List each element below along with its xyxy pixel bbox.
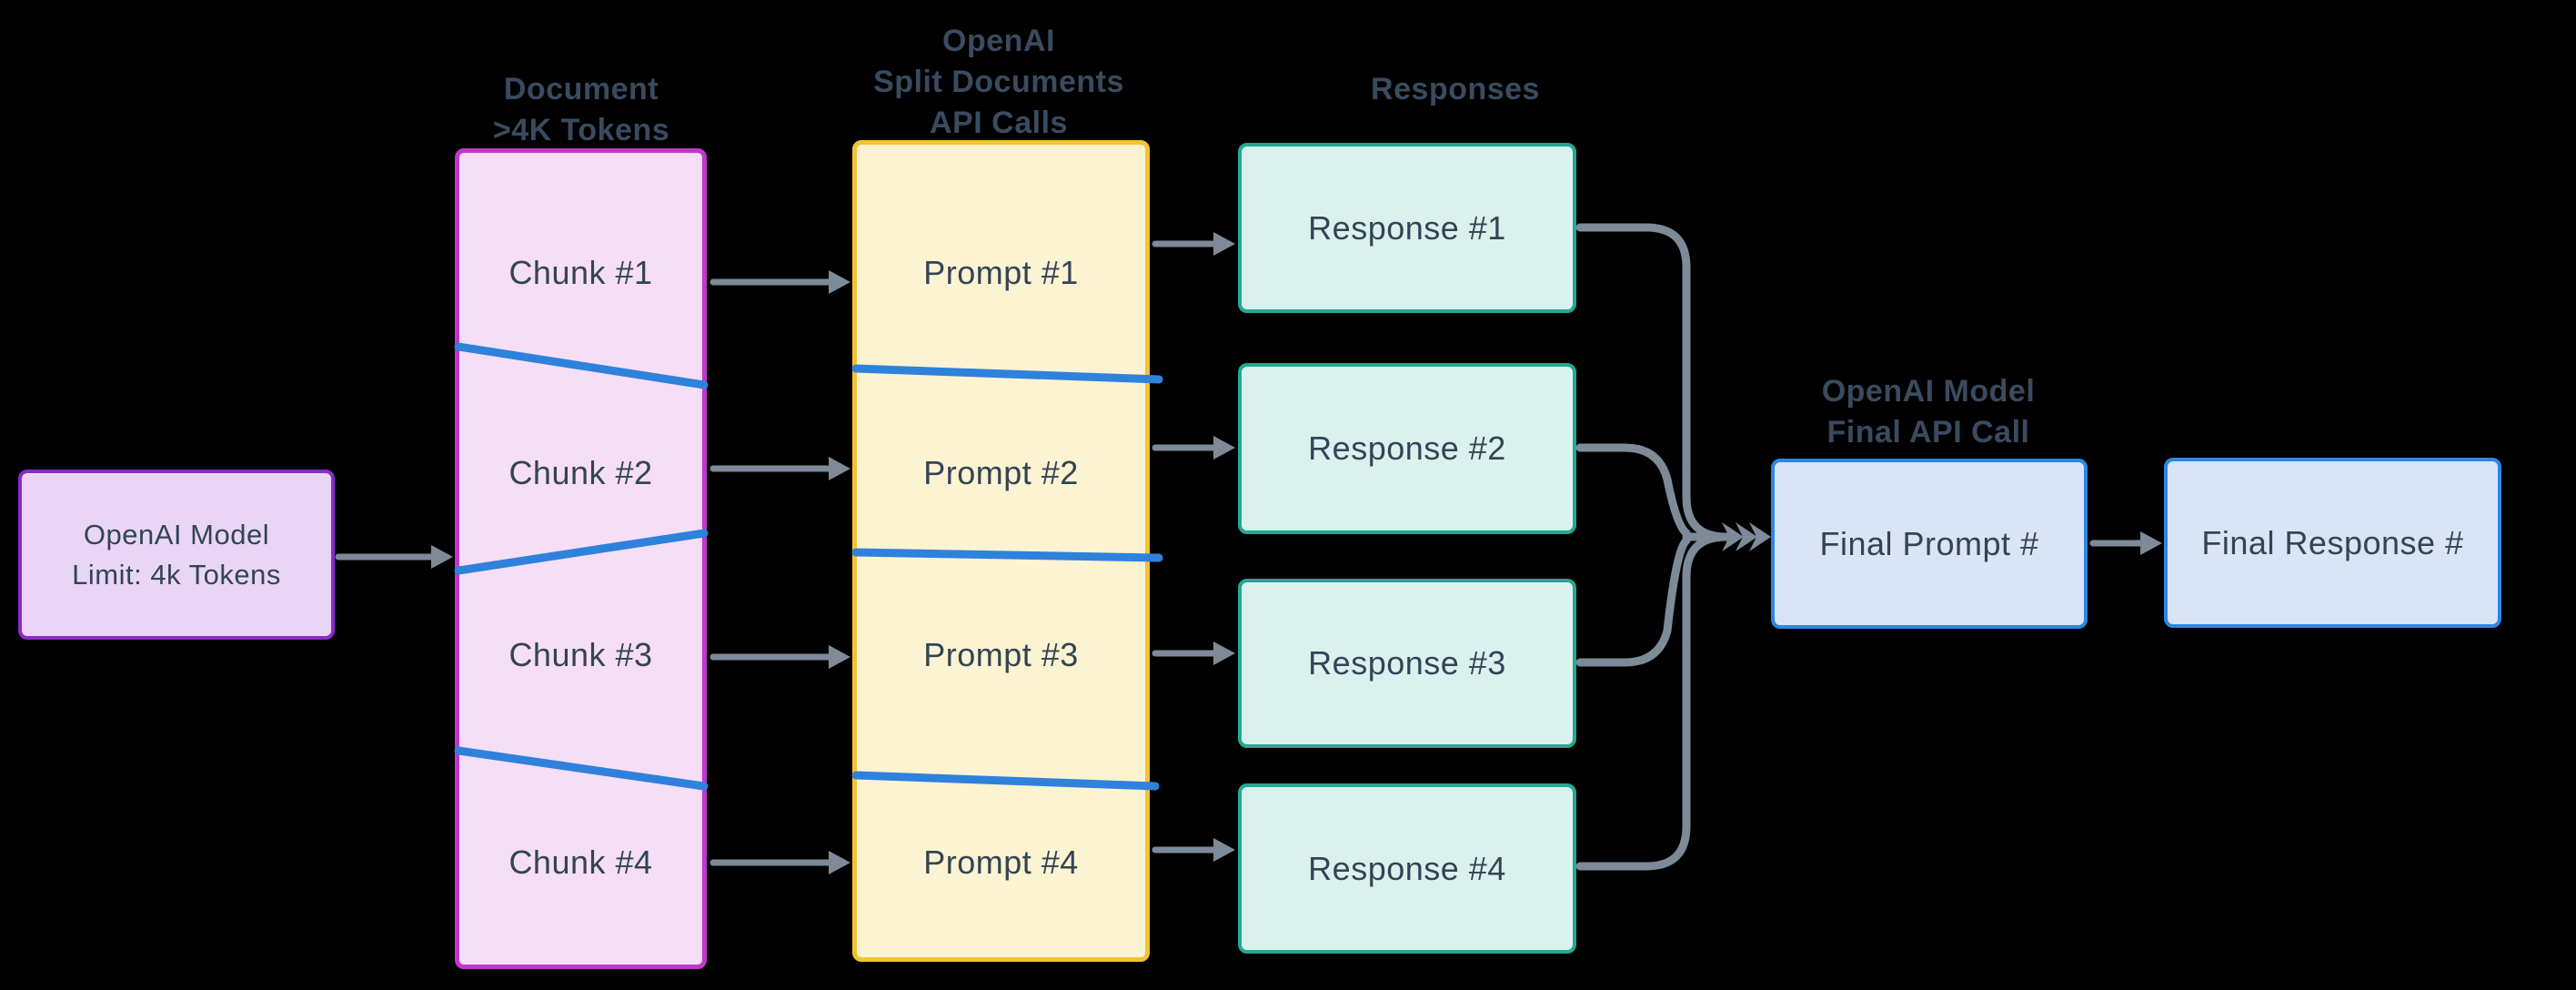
document-chunks-box <box>455 148 707 969</box>
chunk-separator-line-2 <box>454 529 709 575</box>
response-2-label: Response #2 <box>1308 429 1506 467</box>
final-response-box: Final Response # <box>2164 458 2501 628</box>
chevron-arrowhead-icon <box>1736 522 1757 551</box>
final-prompt-box: Final Prompt # <box>1771 459 2088 629</box>
chunk-3-label: Chunk #3 <box>508 636 653 673</box>
chunk-separator-line-1 <box>454 342 709 389</box>
arrow-prompt3-to-response3 <box>1152 641 1235 665</box>
arrow-model-to-document <box>335 545 453 569</box>
chunk-2-label: Chunk #2 <box>508 454 653 491</box>
document-heading: Document >4K Tokens <box>492 72 670 147</box>
response-1-box: Response #1 <box>1238 143 1576 313</box>
response-1-merge-connector <box>1575 223 1731 541</box>
arrowhead-icon <box>1213 641 1235 665</box>
responses-heading: Responses <box>1371 72 1540 106</box>
arrowhead-icon <box>829 645 850 669</box>
arrowhead-icon <box>2140 531 2162 555</box>
prompt-1-label: Prompt #1 <box>923 254 1079 291</box>
prompt-separator-line-2 <box>851 548 1163 562</box>
arrow-chunk4-to-prompt4 <box>709 851 850 874</box>
response-1-label: Response #1 <box>1308 208 1506 247</box>
arrowhead-icon <box>829 270 850 294</box>
response-3-label: Response #3 <box>1308 644 1506 682</box>
final-prompt-label: Final Prompt # <box>1819 524 2039 562</box>
prompt-3-label: Prompt #3 <box>923 636 1079 673</box>
prompt-2-label: Prompt #2 <box>923 454 1079 491</box>
chevron-arrowhead-icon <box>1722 522 1744 551</box>
arrow-chunk2-to-prompt2 <box>709 457 850 480</box>
response-3-box: Response #3 <box>1238 579 1576 748</box>
arrow-prompt2-to-response2 <box>1152 436 1235 460</box>
prompt-separator-line-3 <box>851 771 1160 791</box>
arrowhead-icon <box>1213 838 1235 862</box>
prompt-separator-line-1 <box>851 364 1163 384</box>
arrowhead-icon <box>829 457 850 480</box>
openai-model-box-label: OpenAI Model Limit: 4k Tokens <box>72 518 281 591</box>
chevron-arrowhead-icon <box>1749 522 1771 551</box>
arrow-prompt1-to-response1 <box>1152 232 1235 256</box>
chunk-separator-line-3 <box>454 746 709 791</box>
arrowhead-icon <box>1213 232 1235 256</box>
chunk-4-label: Chunk #4 <box>508 844 653 881</box>
arrowhead-icon <box>1213 436 1235 460</box>
openai-model-box: OpenAI Model Limit: 4k Tokens <box>18 470 335 640</box>
arrow-chunk1-to-prompt1 <box>709 270 850 294</box>
split-heading: OpenAI Split Documents API Calls <box>873 24 1124 140</box>
response-4-box: Response #4 <box>1238 783 1576 954</box>
response-3-merge-connector <box>1575 536 1691 667</box>
final-heading: OpenAI Model Final API Call <box>1821 374 2036 450</box>
response-4-merge-connector <box>1575 532 1731 871</box>
chunk-1-label: Chunk #1 <box>508 254 653 291</box>
prompt-4-label: Prompt #4 <box>923 844 1079 881</box>
arrow-final-prompt-to-final-response <box>2089 531 2162 555</box>
response-2-merge-connector <box>1575 443 1691 538</box>
response-4-label: Response #4 <box>1308 849 1506 887</box>
arrow-chunk3-to-prompt3 <box>709 645 850 669</box>
arrowhead-icon <box>431 545 453 569</box>
final-response-label: Final Response # <box>2201 523 2464 561</box>
arrow-prompt4-to-response4 <box>1152 838 1235 862</box>
arrowhead-icon <box>829 851 850 874</box>
response-2-box: Response #2 <box>1238 363 1576 534</box>
